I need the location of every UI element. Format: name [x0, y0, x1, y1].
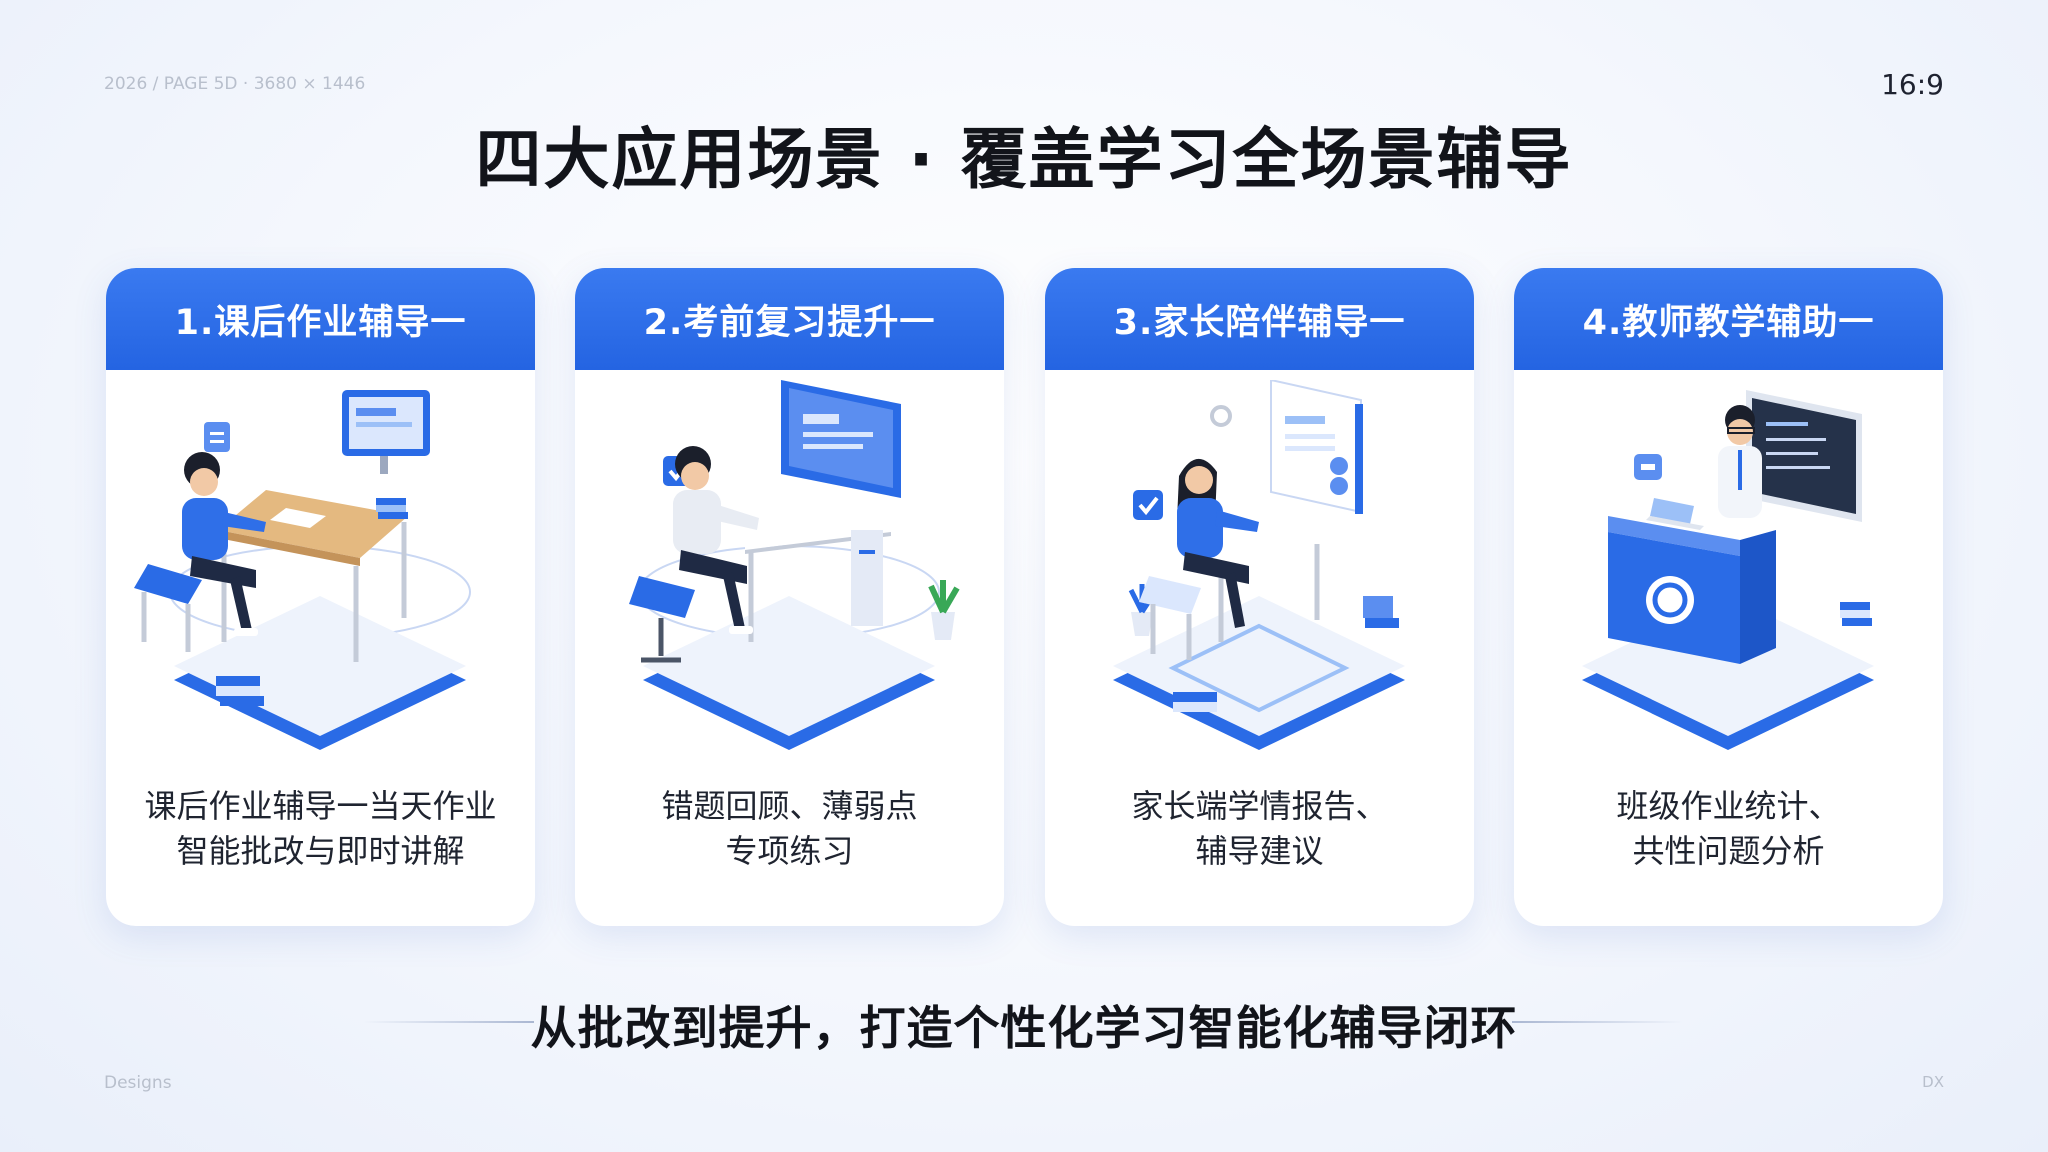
footer-label-right: DX	[1922, 1073, 1944, 1091]
student-homework-desk-icon	[134, 390, 471, 750]
scenario-card-teacher: 4.教师教学辅助一	[1514, 268, 1943, 926]
card-heading: 3.家长陪伴辅导一	[1045, 268, 1474, 370]
scenario-card-exam-review: 2.考前复习提升一	[575, 268, 1004, 926]
summary-tagline: 从批改到提升，打造个性化学习智能化辅导闭环	[0, 990, 2048, 1055]
card-heading: 4.教师教学辅助一	[1514, 268, 1943, 370]
parent-report-icon	[1113, 380, 1405, 750]
card-description: 错题回顾、薄弱点 专项练习	[661, 787, 918, 870]
scenario-card-parent: 3.家长陪伴辅导一	[1045, 268, 1474, 926]
card-heading: 2.考前复习提升一	[575, 268, 1004, 370]
tagline-divider-left	[364, 1021, 534, 1023]
scenario-cards: 1.课后作业辅导一	[106, 268, 1943, 926]
tagline-divider-right	[1512, 1021, 1682, 1023]
tagline-text: 从批改到提升，打造个性化学习智能化辅导闭环	[530, 1001, 1518, 1055]
card-description: 课后作业辅导一当天作业 智能批改与即时讲解	[144, 787, 497, 870]
card-description: 班级作业统计、 共性问题分析	[1616, 787, 1841, 870]
footer-label-left: Designs	[104, 1073, 172, 1093]
page-title: 四大应用场景 · 覆盖学习全场景辅导	[475, 121, 1573, 198]
teacher-blackboard-icon	[1582, 390, 1874, 750]
card-description: 家长端学情报告、 辅导建议	[1131, 787, 1388, 870]
aspect-ratio-label: 16:9	[1881, 68, 1944, 101]
scenario-card-homework: 1.课后作业辅导一	[106, 268, 535, 926]
student-computer-review-icon	[629, 380, 960, 750]
page-meta-label: 2026 / PAGE 5D · 3680 × 1446	[104, 74, 366, 94]
card-heading: 1.课后作业辅导一	[106, 268, 535, 370]
